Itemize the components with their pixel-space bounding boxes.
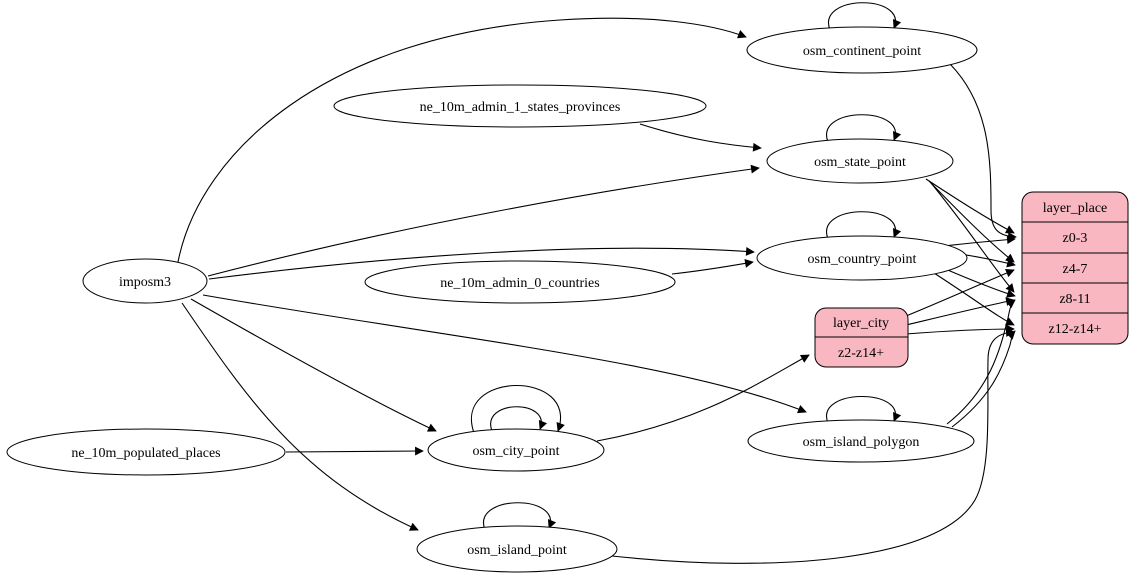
node-osm_continent_point: osm_continent_point bbox=[746, 26, 978, 74]
osm_state_point-shape bbox=[766, 138, 954, 184]
ne_10m_populated_places-shape bbox=[6, 428, 286, 476]
osm_country_point-shape bbox=[756, 235, 968, 281]
edge-layer_city-z8-11 bbox=[905, 297, 1015, 326]
edge-selfloop-osm_country_point bbox=[826, 211, 902, 240]
osm_city_point-shape bbox=[427, 428, 605, 472]
node-layer_place: layer_place z0-3 z4-7 z8-11 z12-z14+ bbox=[1021, 191, 1129, 345]
ne_10m_populated_places-label: ne_10m_populated_places bbox=[71, 446, 220, 461]
node-ne_10m_populated_places: ne_10m_populated_places bbox=[6, 428, 286, 476]
edge-osm_island_polygon-z12-z14 bbox=[951, 330, 1016, 428]
layer_place-shape bbox=[1021, 191, 1129, 345]
osm_island_point-shape bbox=[416, 525, 618, 573]
layer_city-title: layer_city bbox=[833, 316, 889, 331]
node-ne_10m_admin_1_states_provinces: ne_10m_admin_1_states_provinces bbox=[333, 84, 707, 128]
edge-selfloop-outer-osm_city_point bbox=[471, 385, 565, 434]
osm_continent_point-shape bbox=[746, 26, 978, 74]
osm_island_point-label: osm_island_point bbox=[467, 543, 567, 558]
edge-osm_continent_point-z0-3 bbox=[949, 63, 1017, 241]
osm_city_point-label: osm_city_point bbox=[472, 444, 559, 459]
layer_place-row-z12-z14: z12-z14+ bbox=[1049, 322, 1102, 337]
ne_10m_admin_1_states_provinces-label: ne_10m_admin_1_states_provinces bbox=[420, 100, 621, 115]
edge-selfloop-inner-osm_city_point bbox=[490, 406, 548, 432]
edge-osm_state_point-z8-11 bbox=[930, 182, 1015, 293]
ne_10m_admin_1_states_provinces-shape bbox=[333, 84, 707, 128]
layer_place-row-z8-11: z8-11 bbox=[1059, 292, 1090, 307]
osm_island_polygon-label: osm_island_polygon bbox=[803, 435, 920, 450]
edge-imposm3-osm_state_point bbox=[207, 164, 760, 277]
edge-ne_10m_admin_1_states_provinces-osm_state_point bbox=[639, 123, 762, 152]
edge-osm_country_point-z8-11 bbox=[942, 267, 1016, 298]
node-osm_state_point: osm_state_point bbox=[766, 138, 954, 184]
layer_place-title: layer_place bbox=[1043, 201, 1108, 216]
imposm3-shape bbox=[82, 258, 208, 304]
layer_city-row-z2-z14: z2-z14+ bbox=[838, 346, 884, 361]
edge-osm_island_polygon-z8-11 bbox=[946, 299, 1016, 425]
edge-osm_country_point-z12-z14 bbox=[933, 272, 1015, 326]
osm_country_point-label: osm_country_point bbox=[808, 252, 917, 267]
edge-osm_state_point-z4-7 bbox=[928, 180, 1015, 263]
edge-osm_city_point-layer_city bbox=[596, 354, 810, 442]
edge-ne_10m_populated_places-osm_city_point bbox=[285, 446, 424, 456]
edge-imposm3-osm_country_point bbox=[208, 247, 755, 280]
ne_10m_admin_0_countries-shape bbox=[364, 260, 676, 304]
node-osm_city_point: osm_city_point bbox=[427, 428, 605, 472]
edge-imposm3-osm_continent_point bbox=[177, 17, 747, 263]
edge-imposm3-osm_island_polygon bbox=[202, 294, 807, 414]
edge-selfloop-osm_state_point bbox=[826, 114, 902, 143]
edge-layer_city-z12-z14 bbox=[905, 324, 1015, 335]
node-ne_10m_admin_0_countries: ne_10m_admin_0_countries bbox=[364, 260, 676, 304]
node-osm_island_polygon: osm_island_polygon bbox=[747, 419, 975, 463]
edge-osm_country_point-z0-3 bbox=[943, 235, 1016, 247]
node-layer_city: layer_city z2-z14+ bbox=[814, 307, 909, 368]
edge-ne_10m_admin_0_countries-osm_country_point bbox=[671, 259, 754, 275]
imposm3-label: imposm3 bbox=[119, 275, 171, 290]
edge-selfloop-osm_island_polygon bbox=[826, 396, 902, 424]
node-imposm3: imposm3 bbox=[82, 258, 208, 304]
edge-layer bbox=[177, 2, 1017, 564]
edge-selfloop-osm_island_point bbox=[483, 502, 557, 531]
edge-osm_island_point-z12-z14 bbox=[611, 328, 1015, 564]
edge-osm_state_point-z0-3 bbox=[925, 178, 1015, 234]
edge-imposm3-osm_island_point bbox=[181, 302, 419, 531]
node-osm_island_point: osm_island_point bbox=[416, 525, 618, 573]
ne_10m_admin_0_countries-label: ne_10m_admin_0_countries bbox=[440, 276, 599, 291]
layer_place-row-z4-7: z4-7 bbox=[1063, 262, 1088, 277]
edge-imposm3-osm_city_point bbox=[190, 298, 437, 432]
osm_island_polygon-shape bbox=[747, 419, 975, 463]
osm_continent_point-label: osm_continent_point bbox=[803, 44, 921, 59]
osm_state_point-label: osm_state_point bbox=[814, 155, 906, 170]
edge-selfloop-osm_continent_point bbox=[828, 2, 902, 31]
node-osm_country_point: osm_country_point bbox=[756, 235, 968, 281]
edge-layer_city-z4-7 bbox=[905, 268, 1015, 317]
layer_place-row-z0-3: z0-3 bbox=[1063, 231, 1088, 246]
